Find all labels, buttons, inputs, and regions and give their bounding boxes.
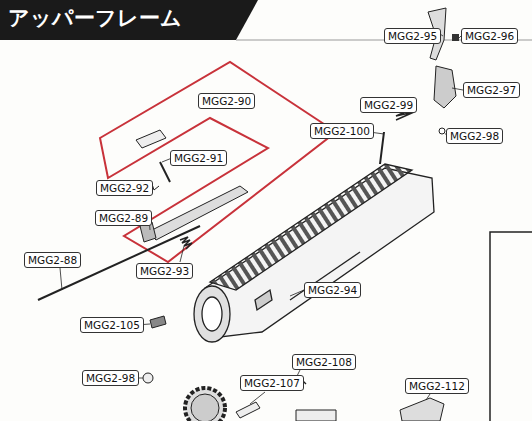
callout-number: MGG2-100 <box>310 123 374 139</box>
callout-number: MGG2-88 <box>24 252 81 268</box>
callout-number: MGG2-92 <box>96 180 153 196</box>
title-band <box>0 0 258 40</box>
callout-number: MGG2-97 <box>463 82 520 98</box>
callout-number: MGG2-108 <box>292 354 356 370</box>
callout-number: MGG2-112 <box>405 378 469 394</box>
callout-number: MGG2-107 <box>240 375 304 391</box>
callout-number: MGG2-96 <box>461 28 518 44</box>
page-title: アッパーフレーム <box>8 5 182 31</box>
callout-number: MGG2-90 <box>198 93 255 109</box>
callout-number: MGG2-94 <box>304 282 361 298</box>
callout-number: MGG2-95 <box>384 28 441 44</box>
callout-number: MGG2-93 <box>136 263 193 279</box>
callout-number: MGG2-89 <box>95 210 152 226</box>
callout-number: MGG2-98 <box>82 370 139 386</box>
callout-number: MGG2-105 <box>80 317 144 333</box>
callout-number: MGG2-91 <box>170 150 227 166</box>
callout-number: MGG2-99 <box>360 97 417 113</box>
callout-number: MGG2-98 <box>446 128 503 144</box>
